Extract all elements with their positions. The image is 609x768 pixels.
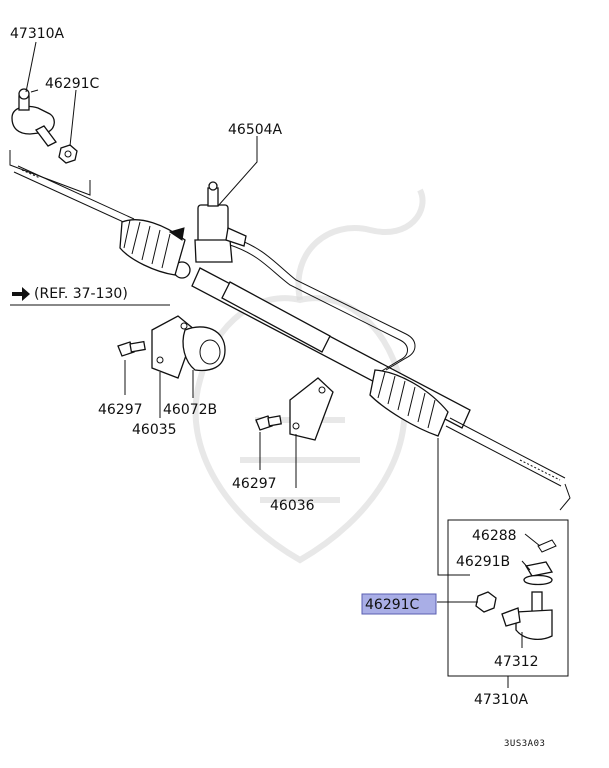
tie-rod-end-inner <box>501 591 553 641</box>
cotter-pin <box>537 539 557 553</box>
label-46291C-highlighted[interactable]: 46291C <box>365 597 420 613</box>
label-46288[interactable]: 46288 <box>472 528 517 544</box>
label-46036[interactable]: 46036 <box>270 498 315 514</box>
label-46297-left[interactable]: 46297 <box>98 402 143 418</box>
boot-right <box>369 369 449 437</box>
label-46504A[interactable]: 46504A <box>228 122 283 138</box>
label-47310A-bottom[interactable]: 47310A <box>474 692 529 708</box>
tie-rod-end-top <box>9 88 91 196</box>
castle-nut <box>523 561 554 586</box>
label-47312[interactable]: 47312 <box>494 654 539 670</box>
diagram-code: 3US3A03 <box>504 739 545 749</box>
label-reference[interactable]: (REF. 37-130) <box>34 286 128 302</box>
label-46035[interactable]: 46035 <box>132 422 177 438</box>
nut-top <box>58 144 78 164</box>
label-46297-right[interactable]: 46297 <box>232 476 277 492</box>
reference-arrow <box>12 287 30 301</box>
boot-left <box>119 219 186 276</box>
direction-arrow <box>168 227 185 241</box>
bolt-left <box>117 340 146 357</box>
bushing <box>182 326 226 372</box>
leader-lines <box>10 41 541 688</box>
label-46072B[interactable]: 46072B <box>163 402 217 418</box>
nut-highlighted <box>475 591 497 613</box>
highlight-box <box>361 593 437 615</box>
label-46291C-top[interactable]: 46291C <box>45 76 100 92</box>
clamp-right <box>289 377 334 441</box>
label-47310A-top[interactable]: 47310A <box>10 26 65 42</box>
detail-inset <box>437 438 569 677</box>
bolt-right <box>255 415 282 431</box>
label-46291B[interactable]: 46291B <box>456 554 510 570</box>
